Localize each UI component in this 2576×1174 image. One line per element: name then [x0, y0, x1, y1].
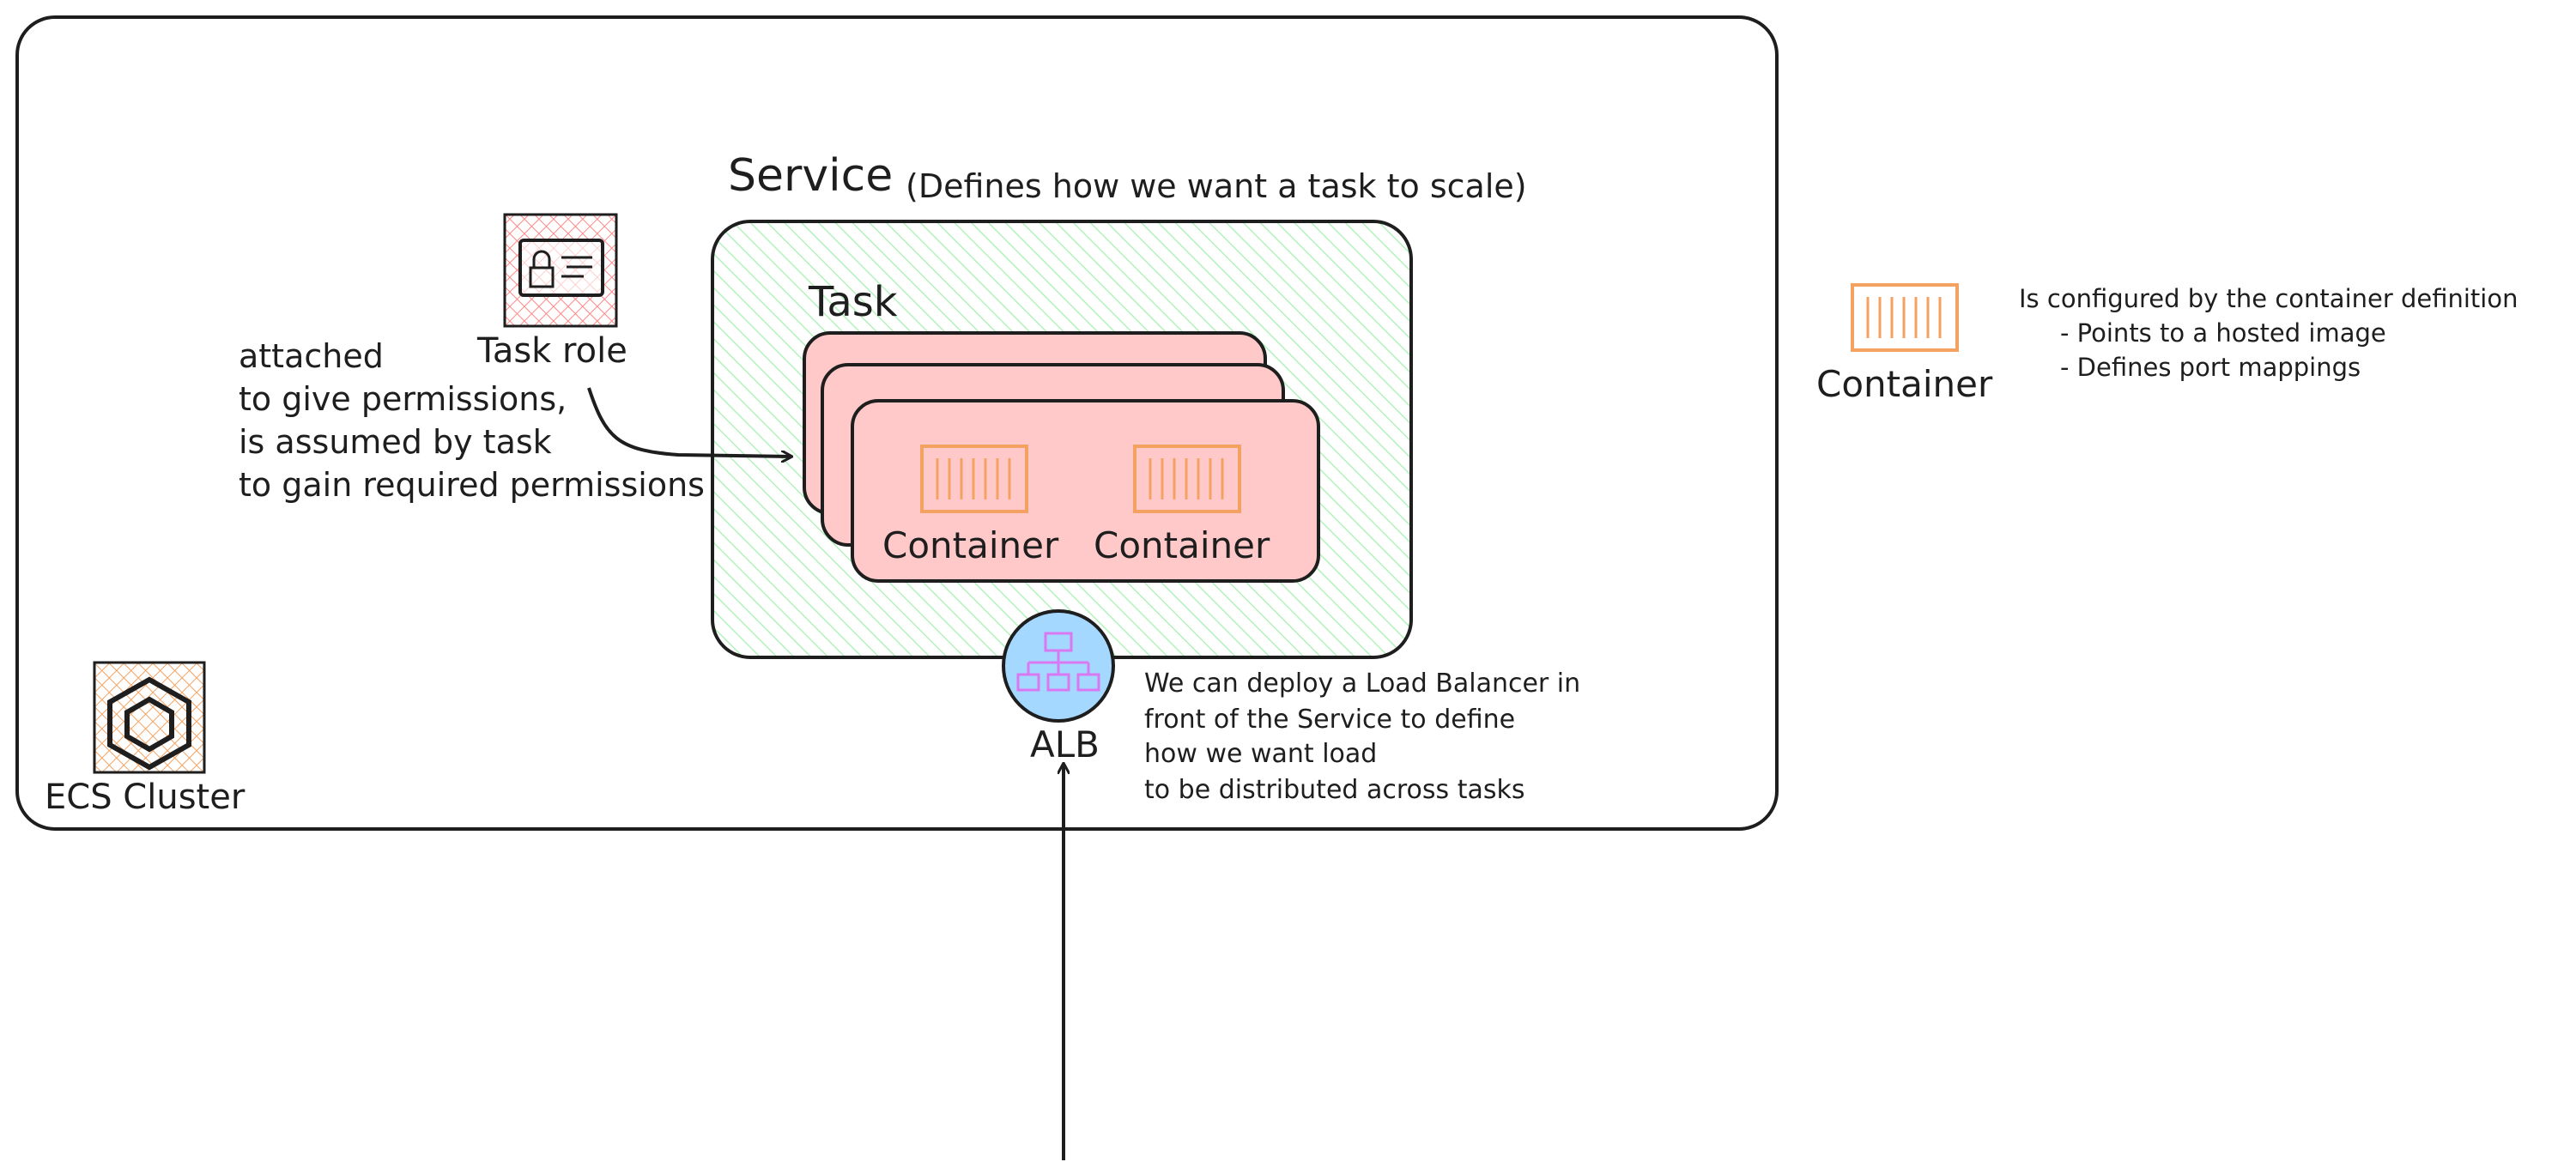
- container-label: Container: [1094, 524, 1270, 566]
- ecs-cluster-icon: [93, 661, 206, 774]
- task-role-note-line: is assumed by task: [239, 423, 552, 461]
- container-icon: [1133, 445, 1241, 513]
- alb-note-line: how we want load: [1144, 739, 1377, 769]
- alb-note-line: We can deploy a Load Balancer in: [1144, 669, 1580, 699]
- alb-note: We can deploy a Load Balancer in front o…: [1144, 669, 1580, 805]
- alb-label: ALB: [1030, 723, 1100, 766]
- ecs-cluster-frame: [15, 15, 1779, 831]
- alb-note-line: to be distributed across tasks: [1144, 775, 1524, 805]
- cluster-label: ECS Cluster: [45, 778, 245, 817]
- task-role-note: attached to give permissions, is assumed…: [239, 337, 705, 504]
- legend-container-label: Container: [1816, 363, 1993, 405]
- container-icon: [920, 445, 1028, 513]
- alb-note-line: front of the Service to define: [1144, 705, 1515, 735]
- service-title: Service: [728, 150, 893, 202]
- legend-line: - Points to a hosted image: [2060, 318, 2386, 348]
- task-role-icon: [503, 213, 618, 328]
- task-role-note-line: to gain required permissions: [239, 466, 705, 504]
- task-label: Task: [808, 278, 898, 326]
- legend-line: - Defines port mappings: [2060, 353, 2361, 382]
- alb-icon: [1016, 632, 1100, 692]
- task-role-label: Task role: [476, 331, 627, 371]
- legend-container-icon: [1851, 283, 1959, 352]
- role-arrow: [587, 387, 791, 457]
- task-role-note-line: attached: [239, 337, 384, 375]
- legend-line: Is configured by the container definitio…: [2019, 284, 2518, 313]
- container-label: Container: [882, 524, 1059, 566]
- service-subtitle: (Defines how we want a task to scale): [906, 167, 1527, 205]
- task-role-note-line: to give permissions,: [239, 380, 567, 418]
